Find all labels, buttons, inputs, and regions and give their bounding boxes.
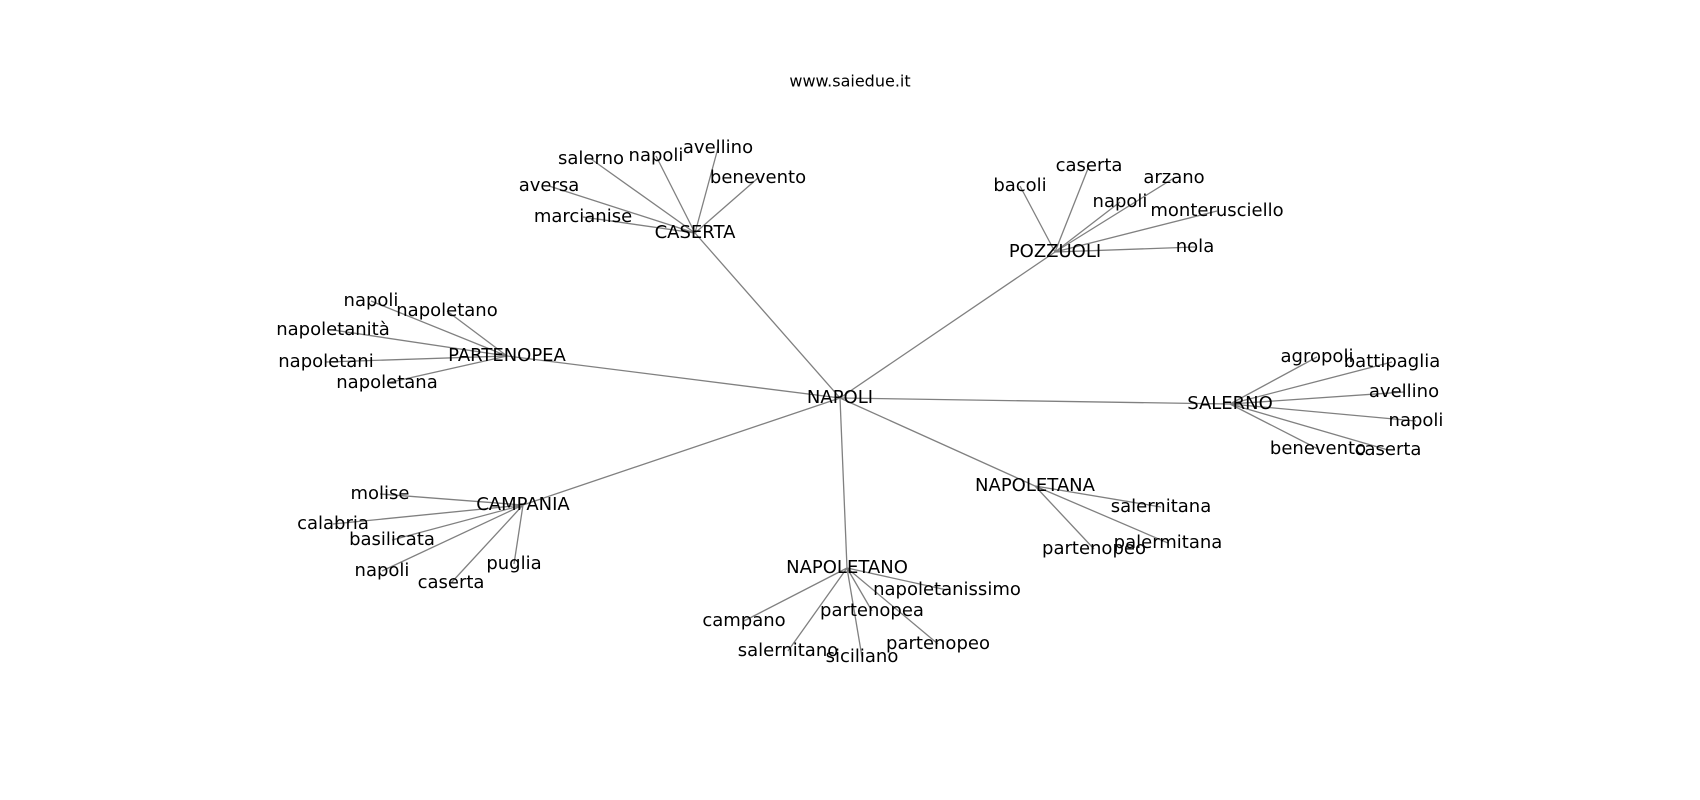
- edge-campania-cam_calabria: [332, 504, 524, 525]
- edge-pozzuoli-poz_arzano: [1054, 177, 1175, 253]
- edge-napoletano-nto_napoletanissimo: [846, 567, 948, 591]
- edge-napoletano-nto_salernitano: [787, 567, 848, 652]
- node-label-nto-siciliano: siciliano: [826, 646, 899, 667]
- node-label-par-napoletano: napoletano: [396, 300, 497, 321]
- node-label-par-napoletana: napoletana: [336, 372, 437, 393]
- edge-salerno-sal_agropoli: [1229, 356, 1318, 405]
- edge-pozzuoli-poz_nola: [1054, 246, 1196, 253]
- edge-caserta-cas_marcianise: [582, 216, 696, 234]
- edge-campania-cam_molise: [379, 493, 524, 506]
- edge-napoli_center-salerno: [839, 397, 1231, 405]
- node-label-sal-caserta: caserta: [1355, 439, 1422, 460]
- node-label-poz-monterusciello: monterusciello: [1150, 200, 1283, 221]
- node-label-sal-battipaglia: battipaglia: [1344, 351, 1441, 372]
- node-label-sal-napoli: napoli: [1389, 410, 1444, 431]
- node-label-pozzuoli: POZZUOLI: [1009, 241, 1101, 262]
- node-label-poz-bacoli: bacoli: [993, 175, 1046, 196]
- node-label-nta-salernitana: salernitana: [1111, 496, 1212, 517]
- node-label-nto-partenopea: partenopea: [820, 600, 924, 621]
- edge-pozzuoli-poz_napoli: [1054, 201, 1121, 253]
- edge-partenopea_hub-par_napoletani: [325, 355, 508, 363]
- node-label-par-napoletanita: napoletanità: [276, 319, 390, 340]
- edge-napoli_center-caserta: [694, 232, 841, 399]
- edge-caserta-cas_aversa: [548, 185, 696, 234]
- node-label-cas-salerno: salerno: [558, 148, 624, 169]
- node-label-poz-napoli: napoli: [1093, 191, 1148, 212]
- node-label-sal-benevento: benevento: [1270, 438, 1366, 459]
- node-label-cas-napoli: napoli: [629, 145, 684, 166]
- edge-napoletano-nto_siciliano: [846, 567, 863, 658]
- edge-napoli_center-napoletano: [839, 397, 848, 569]
- edge-pozzuoli-poz_bacoli: [1019, 185, 1056, 253]
- node-label-sal-avellino: avellino: [1369, 381, 1439, 402]
- nodes-layer: NAPOLI CASERTA POZZUOLI PARTENOPEA SALERNO CA…: [276, 137, 1443, 667]
- edge-napoletana-nta_partenopeo: [1034, 485, 1095, 550]
- edge-napoli_center-partenopea_hub: [506, 355, 841, 399]
- edge-partenopea_hub-par_napoletano: [446, 310, 508, 357]
- node-label-napoletana: NAPOLETANA: [975, 475, 1096, 496]
- node-label-nto-salernitano: salernitano: [738, 640, 839, 661]
- edge-napoletano-nto_partenopea: [846, 567, 873, 612]
- node-label-cam-caserta: caserta: [418, 572, 485, 593]
- edge-caserta-cas_benevento: [694, 177, 759, 234]
- source-title: www.saiedue.it: [789, 72, 910, 91]
- edge-napoli_center-napoletana: [839, 397, 1036, 487]
- node-label-nto-napoletanissimo: napoletanissimo: [873, 579, 1021, 600]
- edge-campania-cam_basilicata: [391, 504, 524, 541]
- node-label-cas-benevento: benevento: [710, 167, 806, 188]
- edge-napoli_center-campania: [522, 397, 841, 506]
- node-label-napoletano: NAPOLETANO: [786, 557, 908, 578]
- node-label-cas-marcianise: marcianise: [534, 206, 632, 227]
- edge-caserta-cas_salerno: [590, 158, 696, 234]
- edge-napoli_center-pozzuoli: [839, 251, 1056, 399]
- node-label-nto-partenopeo: partenopeo: [886, 633, 990, 654]
- node-label-cas-aversa: aversa: [519, 175, 580, 196]
- node-label-salerno: SALERNO: [1187, 393, 1273, 414]
- edge-napoletano-nto_campano: [743, 567, 848, 622]
- node-label-par-napoletani: napoletani: [278, 351, 373, 372]
- node-label-sal-agropoli: agropoli: [1281, 346, 1354, 367]
- node-label-partenopea-hub: PARTENOPEA: [448, 345, 566, 366]
- node-label-caserta: CASERTA: [655, 222, 736, 243]
- node-label-cas-avellino: avellino: [683, 137, 753, 158]
- node-label-par-napoli: napoli: [344, 290, 399, 311]
- edge-partenopea_hub-par_napoli: [370, 300, 508, 357]
- edge-campania-cam_napoli: [381, 504, 524, 572]
- node-label-cam-napoli: napoli: [355, 560, 410, 581]
- edges-layer: [325, 147, 1417, 658]
- node-label-nta-palermitana: palermitana: [1114, 532, 1223, 553]
- edge-salerno-sal_battipaglia: [1229, 361, 1393, 405]
- edge-partenopea_hub-par_napoletana: [386, 355, 508, 384]
- node-label-poz-caserta: caserta: [1056, 155, 1123, 176]
- node-label-cam-molise: molise: [350, 483, 409, 504]
- node-label-nta-partenopeo: partenopeo: [1042, 538, 1146, 559]
- node-label-cam-basilicata: basilicata: [349, 529, 435, 550]
- edge-salerno-sal_caserta: [1229, 403, 1389, 451]
- node-label-cam-calabria: calabria: [297, 513, 369, 534]
- edge-salerno-sal_avellino: [1229, 391, 1405, 405]
- edge-pozzuoli-poz_caserta: [1054, 165, 1090, 253]
- edge-partenopea_hub-par_napoletanita: [332, 329, 508, 357]
- edge-pozzuoli-poz_monterusciello: [1054, 210, 1218, 253]
- node-label-cam-puglia: puglia: [486, 553, 541, 574]
- node-label-campania: CAMPANIA: [476, 494, 570, 515]
- node-label-poz-nola: nola: [1176, 236, 1214, 257]
- edge-salerno-sal_benevento: [1229, 403, 1319, 450]
- node-label-nto-campano: campano: [702, 610, 785, 631]
- edge-campania-cam_caserta: [450, 504, 524, 584]
- edge-napoletana-nta_salernitana: [1034, 485, 1162, 508]
- node-label-napoli-center: NAPOLI: [807, 387, 873, 408]
- edge-caserta-cas_avellino: [694, 147, 719, 234]
- edge-campania-cam_puglia: [513, 504, 524, 565]
- edge-caserta-cas_napoli: [655, 155, 696, 234]
- edge-napoletana-nta_palermitana: [1034, 485, 1169, 544]
- node-label-poz-arzano: arzano: [1143, 167, 1204, 188]
- edge-salerno-sal_napoli: [1229, 403, 1417, 422]
- edge-napoletano-nto_partenopeo: [846, 567, 939, 645]
